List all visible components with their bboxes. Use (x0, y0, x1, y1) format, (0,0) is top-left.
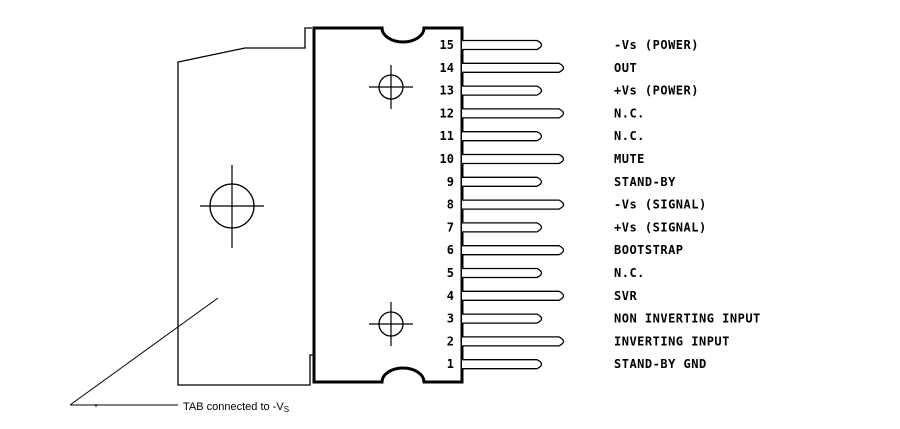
pin-number-15: 15 (440, 38, 454, 52)
pin-label-10: MUTE (614, 152, 645, 166)
tab-leader-line (69, 297, 219, 406)
pin-number-13: 13 (440, 84, 454, 98)
pin-label-11: N.C. (614, 129, 645, 143)
pin-lead-9 (462, 176, 543, 187)
pin-label-9: STAND-BY (614, 175, 676, 189)
pin-lead-14 (462, 62, 565, 73)
pin-label-14: OUT (614, 61, 637, 75)
pin-label-6: BOOTSTRAP (614, 243, 684, 257)
pin-number-5: 5 (447, 266, 454, 280)
pin-lead-13 (462, 85, 543, 96)
pin-number-8: 8 (447, 198, 454, 212)
tab-note: TAB connected to -VS (183, 401, 289, 414)
pin-label-12: N.C. (614, 106, 645, 120)
pin-number-9: 9 (447, 175, 454, 189)
pin-lead-12 (462, 108, 565, 119)
pin-number-14: 14 (440, 61, 454, 75)
pin-number-12: 12 (440, 106, 454, 120)
body-hole-top-icon (369, 65, 413, 109)
pin-lead-6 (462, 245, 565, 256)
pin-label-13: +Vs (POWER) (614, 84, 699, 98)
pin-label-2: INVERTING INPUT (614, 334, 730, 348)
pin-lead-11 (462, 131, 543, 142)
pin-label-3: NON INVERTING INPUT (614, 312, 761, 326)
pin-lead-10 (462, 153, 565, 165)
pin-number-4: 4 (447, 289, 454, 303)
pin-lead-1 (462, 359, 543, 370)
pin-number-1: 1 (447, 357, 454, 371)
pin-number-6: 6 (447, 243, 454, 257)
body-hole-bottom-icon (369, 302, 413, 346)
pin-lead-8 (462, 199, 565, 210)
pin-lead-4 (462, 290, 565, 301)
pin-label-7: +Vs (SIGNAL) (614, 220, 707, 234)
pin-number-10: 10 (440, 152, 454, 166)
pin-label-15: -Vs (POWER) (614, 38, 699, 52)
pin-number-3: 3 (447, 312, 454, 326)
pin-lead-7 (462, 222, 543, 233)
pin-label-1: STAND-BY GND (614, 357, 707, 371)
pin-lead-3 (462, 313, 543, 324)
pin-label-4: SVR (614, 289, 637, 303)
pin-number-2: 2 (447, 334, 454, 348)
package-body (312, 26, 464, 384)
tab-mounting-hole-icon (200, 165, 264, 248)
pin-number-7: 7 (447, 220, 454, 234)
pin-lead-15 (462, 39, 543, 51)
tab-outline (177, 27, 314, 386)
pin-number-11: 11 (440, 129, 454, 143)
pin-label-8: -Vs (SIGNAL) (614, 198, 707, 212)
pin-lead-5 (462, 267, 543, 279)
pin-label-5: N.C. (614, 266, 645, 280)
pin-lead-2 (462, 336, 565, 347)
